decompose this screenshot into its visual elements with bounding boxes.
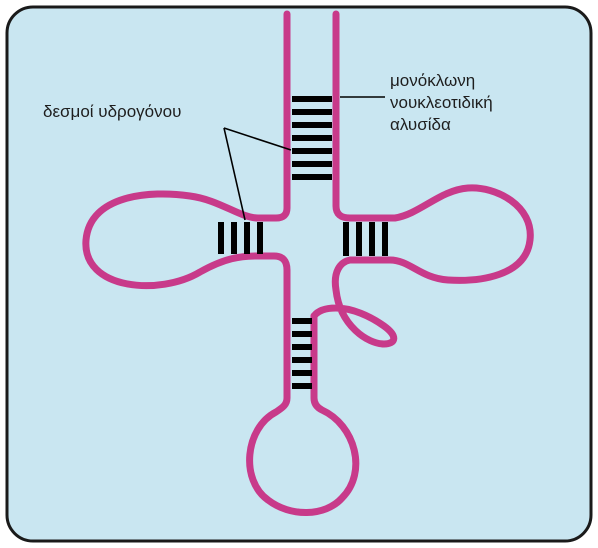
label-single-strand-line1: μονόκλωνη: [390, 71, 475, 90]
label-single-strand-line2: νουκλεοτιδική: [390, 93, 493, 112]
label-hydrogen-bonds: δεσμοί υδρογόνου: [43, 102, 181, 121]
label-single-strand-line3: αλυσίδα: [390, 115, 451, 134]
